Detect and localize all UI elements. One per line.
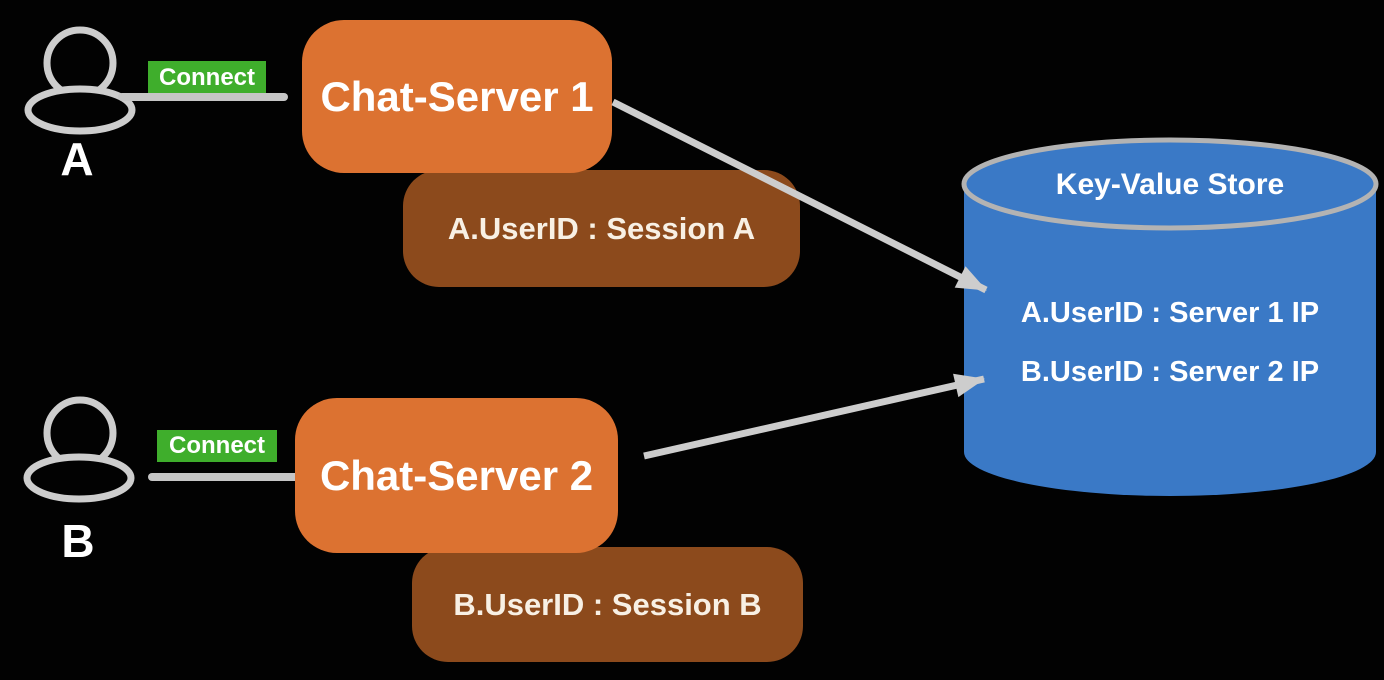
user-b-label: B: [61, 515, 95, 567]
chat-server-1-box: Chat-Server 1: [302, 20, 612, 173]
kv-entry-2: B.UserID : Server 2 IP: [1020, 356, 1320, 388]
connect-badge-b: Connect: [157, 430, 277, 462]
chat-server-1-label: Chat-Server 1: [320, 72, 594, 120]
user-b-icon: [23, 396, 135, 503]
session-a-text: A.UserID : Session A: [447, 210, 756, 246]
arrow-server2-to-kv: [643, 373, 985, 460]
kv-entry-1: A.UserID : Server 1 IP: [1020, 297, 1320, 329]
chat-server-2-box: Chat-Server 2: [295, 398, 618, 553]
user-a-icon: [24, 26, 136, 135]
session-box-b: B.UserID : Session B: [412, 547, 803, 662]
session-box-a: A.UserID : Session A: [403, 170, 800, 287]
session-b-text: B.UserID : Session B: [453, 586, 762, 622]
user-a-label: A: [60, 133, 94, 185]
kv-store-title: Key-Value Store: [1055, 168, 1285, 201]
connect-badge-a: Connect: [148, 61, 266, 94]
chat-server-2-label: Chat-Server 2: [319, 451, 594, 499]
